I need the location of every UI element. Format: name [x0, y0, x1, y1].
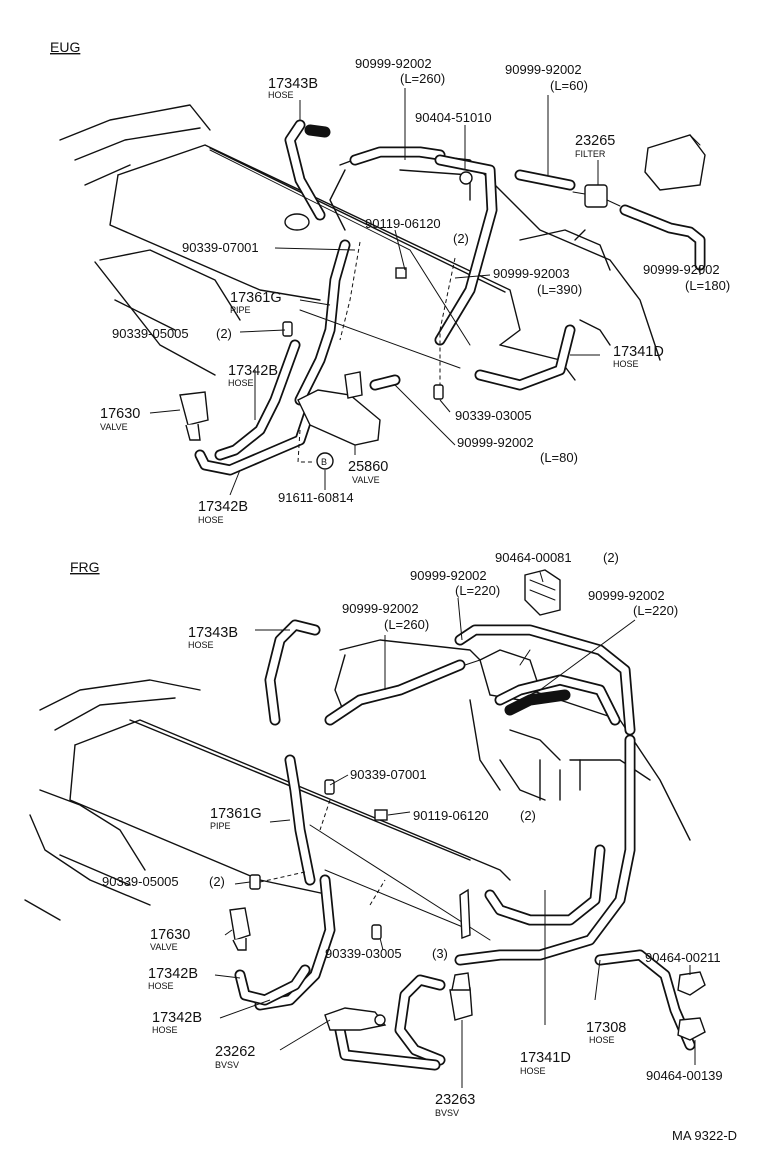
eug-label-l260: (L=260) [400, 71, 445, 86]
frg-label-17342b-upper-type: HOSE [148, 981, 174, 991]
eug-section-title: EUG [50, 39, 80, 55]
frg-label-90119-qty: (2) [520, 808, 536, 823]
frg-label-90999-92002-l220-a: 90999-92002 [410, 568, 487, 583]
eug-label-90999-92002-l80: 90999-92002 [457, 435, 534, 450]
frg-label-90999-92002-l260: 90999-92002 [342, 601, 419, 616]
eug-label-90999-92002-l180: 90999-92002 [643, 262, 720, 277]
frg-label-l220-a: (L=220) [455, 583, 500, 598]
eug-label-17343b: 17343B [268, 76, 318, 92]
frg-label-23263: 23263 [435, 1092, 475, 1108]
eug-leaders [149, 88, 701, 496]
eug-label-90999-92003: 90999-92003 [493, 266, 570, 281]
eug-label-90999-92002-l60: 90999-92002 [505, 62, 582, 77]
eug-label-90339-05005-qty: (2) [216, 326, 232, 341]
frg-label-17630-type: VALVE [150, 942, 178, 952]
eug-label-17361g: 17361G [230, 290, 282, 306]
eug-label-17630: 17630 [100, 406, 140, 422]
frg-label-17308: 17308 [586, 1020, 626, 1036]
frg-label-90339-03005-qty: (3) [432, 946, 448, 961]
eug-label-17341d: 17341D [613, 344, 664, 360]
eug-label-91611-60814: 91611-60814 [278, 490, 354, 505]
frg-label-23262: 23262 [215, 1044, 255, 1060]
frg-label-17341d: 17341D [520, 1050, 571, 1066]
eug-label-17342b-upper: 17342B [228, 363, 278, 379]
eug-section: EUG [50, 39, 730, 525]
frg-label-90464-00211: 90464-00211 [645, 950, 721, 965]
frg-label-17361g: 17361G [210, 806, 262, 822]
eug-hoses [194, 119, 706, 476]
frg-label-90119-06120: 90119-06120 [413, 808, 489, 823]
eug-label-25860-type: VALVE [352, 475, 380, 485]
frg-label-90339-07001: 90339-07001 [350, 767, 427, 782]
eug-label-90999-92002-l260: 90999-92002 [355, 56, 432, 71]
frg-labels: 90464-00081 (2) 90999-92002 (L=220) 9099… [102, 550, 723, 1118]
eug-label-23265: 23265 [575, 133, 615, 149]
eug-label-l390: (L=390) [537, 282, 582, 297]
frg-label-90999-92002-l220-b: 90999-92002 [588, 588, 665, 603]
drawing-code: MA 9322-D [672, 1128, 737, 1143]
eug-label-l180: (L=180) [685, 278, 730, 293]
eug-label-17630-type: VALVE [100, 422, 128, 432]
eug-label-17341d-type: HOSE [613, 359, 639, 369]
frg-label-17342b-upper: 17342B [148, 966, 198, 982]
eug-label-90404-51010: 90404-51010 [415, 110, 492, 125]
frg-label-17342b-lower-type: HOSE [152, 1025, 178, 1035]
eug-label-l80: (L=80) [540, 450, 578, 465]
eug-label-90119-qty: (2) [453, 231, 469, 246]
frg-label-90464-00139: 90464-00139 [646, 1068, 723, 1083]
eug-label-17342b-lower-type: HOSE [198, 515, 224, 525]
eug-label-90119-06120: 90119-06120 [365, 216, 441, 231]
eug-components: B [179, 171, 621, 470]
frg-label-17343b: 17343B [188, 625, 238, 641]
frg-leaders [214, 571, 696, 1088]
frg-label-17361g-type: PIPE [210, 821, 231, 831]
eug-label-23265-type: FILTER [575, 149, 606, 159]
eug-label-17343b-type: HOSE [268, 90, 294, 100]
frg-label-23262-type: BVSV [215, 1060, 239, 1070]
eug-label-17361g-type: PIPE [230, 305, 251, 315]
eug-label-90339-03005: 90339-03005 [455, 408, 532, 423]
eug-label-17342b-upper-type: HOSE [228, 378, 254, 388]
eug-labels: 17343B HOSE 90999-92002 (L=260) 90999-92… [100, 56, 730, 525]
eug-label-17342b-lower: 17342B [198, 499, 248, 515]
frg-label-l220-b: (L=220) [633, 603, 678, 618]
frg-label-90464-00081: 90464-00081 [495, 550, 572, 565]
frg-label-90339-05005: 90339-05005 [102, 874, 179, 889]
frg-section-title: FRG [70, 559, 100, 575]
frg-label-17308-type: HOSE [589, 1035, 615, 1045]
frg-components [229, 569, 706, 1041]
frg-label-17342b-lower: 17342B [152, 1010, 202, 1026]
frg-section: FRG [24, 550, 723, 1118]
eug-label-25860: 25860 [348, 459, 388, 475]
frg-label-23263-type: BVSV [435, 1108, 459, 1118]
eug-label-l60: (L=60) [550, 78, 588, 93]
eug-b-marker: B [321, 457, 327, 467]
frg-label-90464-00081-qty: (2) [603, 550, 619, 565]
frg-label-90339-05005-qty: (2) [209, 874, 225, 889]
frg-label-17630: 17630 [150, 927, 190, 943]
frg-label-90339-03005: 90339-03005 [325, 946, 402, 961]
eug-label-90339-07001: 90339-07001 [182, 240, 259, 255]
eug-label-90339-05005: 90339-05005 [112, 326, 189, 341]
frg-label-17341d-type: HOSE [520, 1066, 546, 1076]
frg-label-l260: (L=260) [384, 617, 429, 632]
frg-label-17343b-type: HOSE [188, 640, 214, 650]
